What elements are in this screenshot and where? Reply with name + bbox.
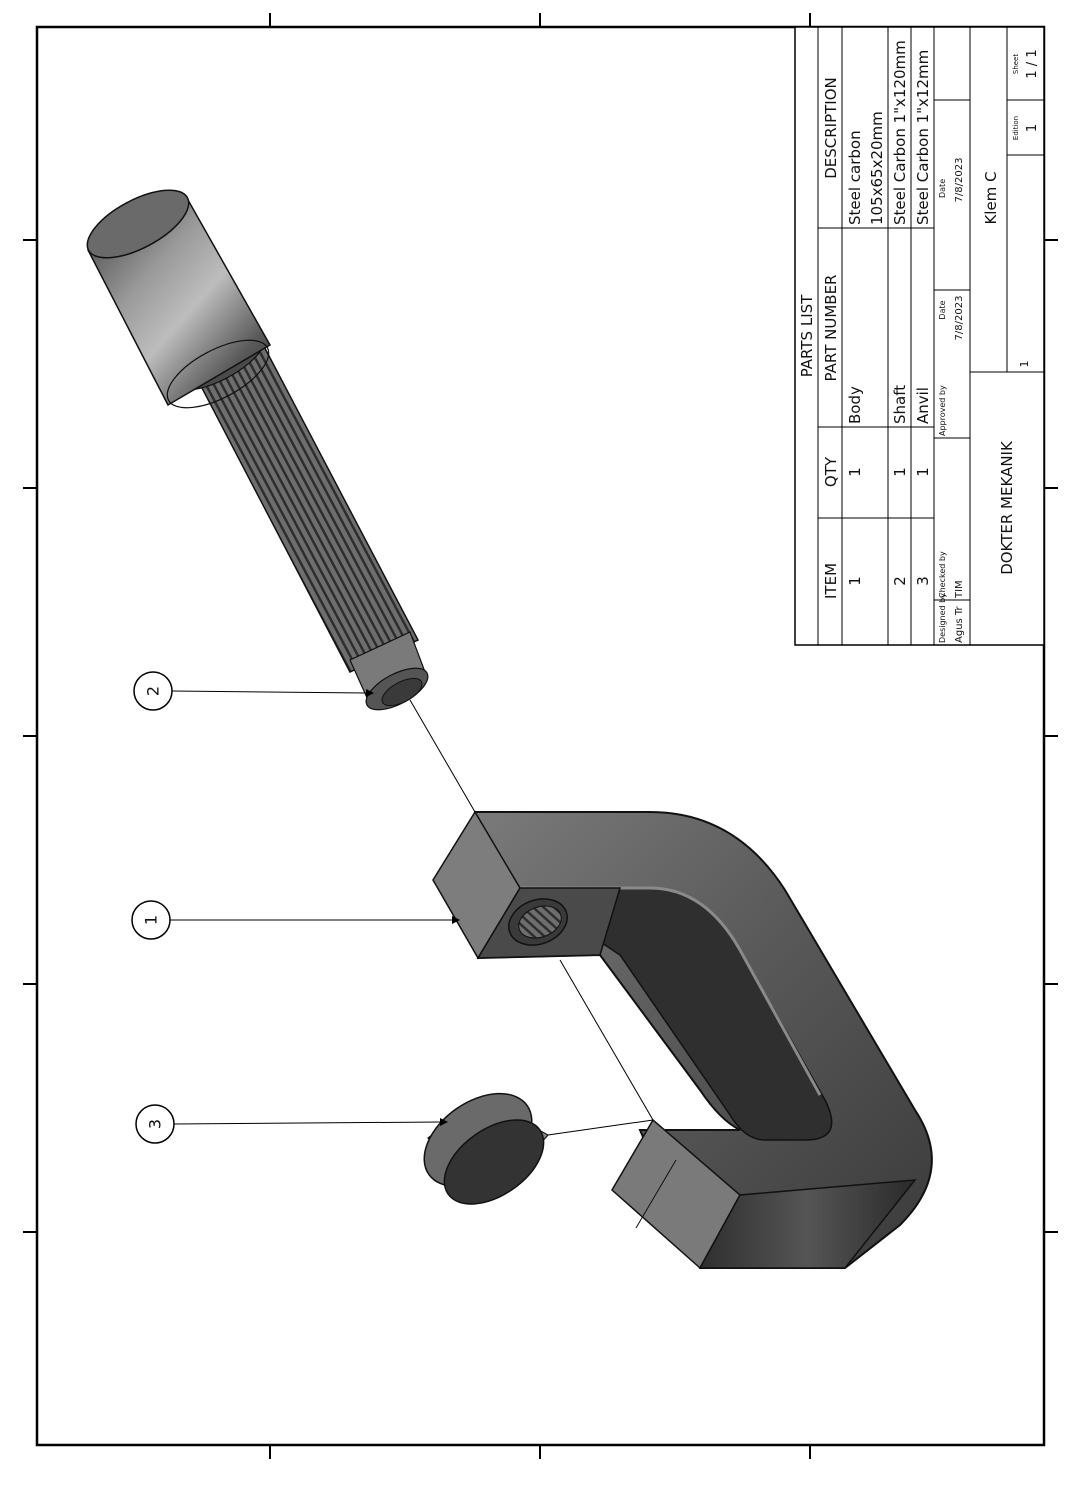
balloon-1: 1	[131, 900, 460, 940]
sheet-label: Sheet	[1012, 54, 1020, 74]
date-1-value: 7/8/2023	[954, 296, 965, 341]
header-item: ITEM	[822, 563, 840, 599]
parts-list-text: PARTS LIST ITEM QTY PART NUMBER DESCRIPT…	[798, 40, 1040, 643]
row-1-part-number: Body	[846, 386, 864, 424]
row-3-part-number: Anvil	[914, 387, 932, 424]
row-2-part-number: Shaft	[891, 385, 909, 424]
shaft-part	[86, 189, 429, 711]
date-1-label: Date	[938, 300, 947, 319]
designed-by-label: Designed by	[938, 593, 947, 643]
balloon-3: 3	[135, 1104, 448, 1144]
anvil-part	[423, 1092, 549, 1205]
company-name: DOKTER MEKANIK	[998, 440, 1016, 575]
row-1-qty: 1	[846, 467, 864, 477]
row-1-description-line-2: 105x65x20mm	[868, 111, 886, 225]
row-3-item: 3	[914, 576, 932, 586]
header-description: DESCRIPTION	[822, 77, 840, 179]
drawing-title: Klem C	[982, 171, 1000, 224]
balloon-1-label: 1	[142, 915, 161, 925]
drawing-number: 1	[1018, 361, 1031, 368]
sheet-border	[23, 13, 1058, 1459]
checked-by-label: Checked by	[938, 551, 947, 598]
balloon-2-label: 2	[144, 686, 163, 696]
edition-label: Edition	[1012, 116, 1020, 140]
parts-list	[794, 26, 1045, 646]
assembly-lines	[409, 699, 654, 1136]
parts-list-title: PARTS LIST	[798, 294, 816, 377]
row-3-description: Steel Carbon 1"x12mm	[914, 50, 932, 225]
sheet-value: 1 / 1	[1025, 49, 1040, 78]
balloon-2: 2	[133, 671, 374, 711]
row-1-description-line-1: Steel carbon	[846, 130, 864, 225]
row-2-qty: 1	[891, 467, 909, 477]
row-2-item: 2	[891, 576, 909, 586]
date-2-value: 7/8/2023	[954, 158, 965, 203]
designed-by-value: Agus Tr	[954, 605, 965, 643]
row-1-item: 1	[846, 576, 864, 586]
row-2-description: Steel Carbon 1"x120mm	[891, 40, 909, 225]
date-2-label: Date	[938, 179, 947, 198]
edition-value: 1	[1025, 124, 1040, 132]
checked-by-value: TIM	[954, 580, 965, 599]
body-part	[432, 810, 933, 1270]
approved-by-label: Approved by	[938, 385, 947, 436]
header-part-number: PART NUMBER	[822, 275, 840, 382]
balloon-3-label: 3	[146, 1119, 165, 1129]
header-qty: QTY	[822, 456, 840, 487]
row-3-qty: 1	[914, 467, 932, 477]
